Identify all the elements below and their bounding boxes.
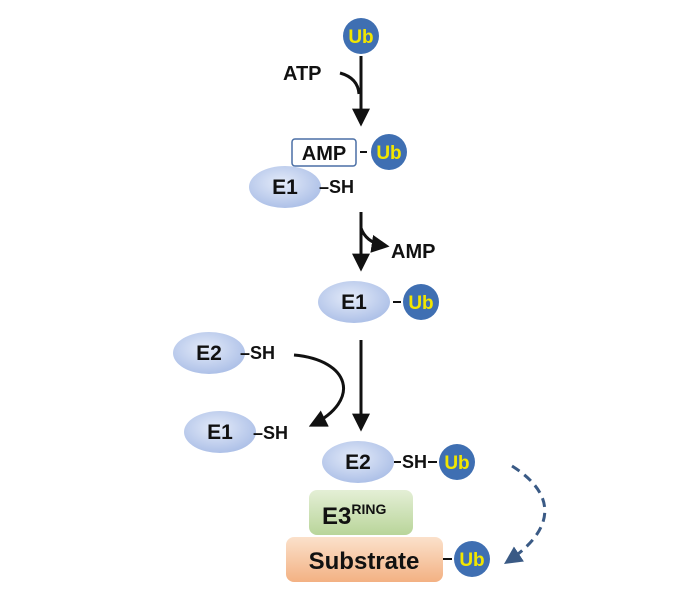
e1-enzyme-top: E1 –SH (249, 166, 354, 208)
e2-label: E2 (196, 342, 222, 365)
e3-text: E3 (322, 503, 351, 530)
amp-released-label: AMP (391, 241, 435, 263)
e2-ellipse (322, 441, 394, 483)
arrow-amp-release (359, 227, 390, 253)
substrate-box (286, 537, 443, 582)
e1-ellipse (184, 411, 256, 453)
e3-box (309, 490, 413, 535)
ub-label: Ub (376, 143, 401, 164)
substrate-label: Substrate (309, 548, 420, 575)
arrow-e1-regenerate (293, 353, 345, 427)
e2-enzyme-free: E2 –SH (173, 332, 275, 374)
e2-ub-complex: E2 SH Ub (322, 441, 475, 483)
e1-ellipse (318, 281, 390, 323)
e1-label: E1 (272, 176, 298, 199)
ub-amp-bound: Ub (371, 134, 407, 170)
atp-label: ATP (283, 63, 322, 85)
amp-label: AMP (302, 143, 346, 165)
e1-enzyme-regenerated: E1 –SH (184, 411, 288, 453)
sh-label: –SH (253, 423, 288, 443)
sh-label: –SH (240, 343, 275, 363)
sh-label: –SH (319, 177, 354, 197)
e3-label: E3RING (322, 501, 386, 530)
e1-label: E1 (207, 421, 233, 444)
ub-label: Ub (444, 453, 469, 474)
arrow-atp-branch (339, 71, 361, 95)
ub-label: Ub (408, 293, 433, 314)
ring-superscript: RING (351, 501, 386, 517)
ub-circle (343, 18, 379, 54)
ub-circle (439, 444, 475, 480)
e2-ellipse (173, 332, 245, 374)
amp-box (291, 138, 357, 167)
e3-ring-ligase: E3RING (309, 490, 413, 535)
arrow-ub-transfer-substrate (504, 464, 547, 564)
sh-label: SH (402, 452, 427, 472)
e1-label: E1 (341, 291, 367, 314)
ub-circle (371, 134, 407, 170)
ub-label: Ub (348, 27, 373, 48)
ub-circle (403, 284, 439, 320)
substrate: Substrate Ub (286, 537, 490, 582)
e1-ellipse (249, 166, 321, 208)
ub-circle (454, 541, 490, 577)
ub-free: Ub (343, 18, 379, 54)
e1-ub-complex: E1 Ub (318, 281, 439, 323)
e2-label: E2 (345, 451, 371, 474)
ub-label: Ub (459, 550, 484, 571)
